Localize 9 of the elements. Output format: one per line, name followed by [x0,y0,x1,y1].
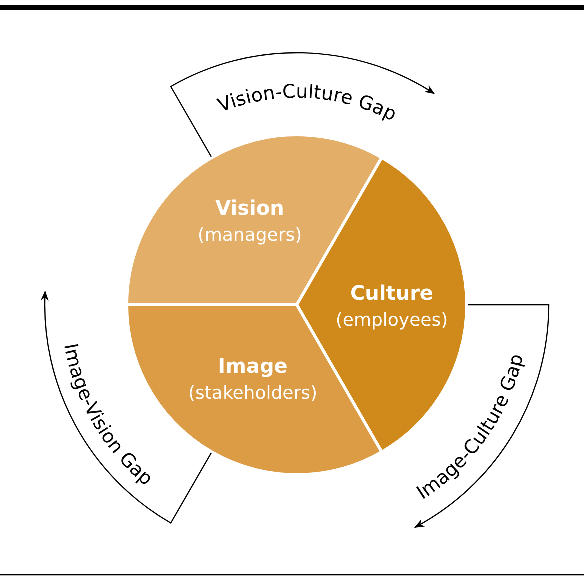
segment-subtitle: (stakeholders) [188,382,318,406]
segment-title: Image [217,353,289,380]
gap-arrow [170,52,436,158]
gap-arrow [41,290,212,524]
segment-subtitle: (employees) [336,309,448,333]
segment-title: Culture [350,280,434,307]
edge-label: Vision-Culture Gap [215,80,400,126]
segment-subtitle: (managers) [198,224,302,248]
segment-title: Vision [214,195,286,222]
